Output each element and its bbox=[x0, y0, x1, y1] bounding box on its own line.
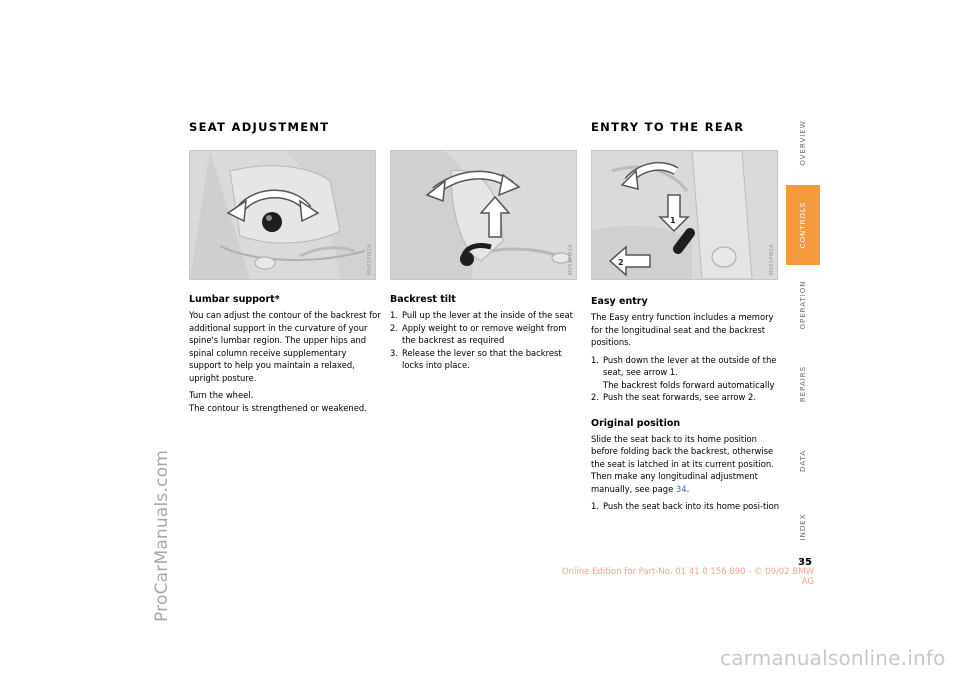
figure-code: MV01PW1A bbox=[367, 243, 373, 275]
list-subtext: The backrest folds forward automatically bbox=[603, 379, 775, 390]
original-para: Slide the seat back to its home position… bbox=[591, 433, 785, 496]
original-body: Slide the seat back to its home position… bbox=[591, 433, 785, 513]
tab-controls-label: CONTROLS bbox=[799, 201, 807, 249]
tab-overview-label: OVERVIEW bbox=[799, 119, 807, 166]
list-item: 1. Pull up the lever at the inside of the… bbox=[390, 309, 582, 322]
original-para-text: Slide the seat back to its home position… bbox=[591, 433, 774, 494]
tab-controls[interactable]: CONTROLS bbox=[786, 185, 820, 265]
tab-repairs-label: REPAIRS bbox=[799, 365, 807, 403]
tab-index-label: INDEX bbox=[799, 513, 807, 541]
watermark-left: ProCarManuals.com bbox=[148, 262, 178, 622]
watermark-left-text: ProCarManuals.com bbox=[152, 450, 172, 622]
footer-edition: Online Edition for Part-No. 01 41 0 156 … bbox=[561, 567, 814, 587]
tab-data-label: DATA bbox=[799, 449, 807, 473]
original-steps: 1. Push the seat back into its home posi-… bbox=[591, 500, 785, 513]
list-number: 2. bbox=[390, 322, 398, 333]
list-text: Push down the lever at the outside of th… bbox=[603, 354, 777, 378]
easy-entry-steps: 1. Push down the lever at the outside of… bbox=[591, 354, 785, 404]
list-item: 1. Push down the lever at the outside of… bbox=[591, 354, 785, 392]
figure-backrest-tilt: MV01PW1A bbox=[390, 150, 577, 280]
list-text: Pull up the lever at the inside of the s… bbox=[402, 310, 573, 320]
page-reference-link[interactable]: 34 bbox=[675, 483, 687, 494]
backrest-heading: Backrest tilt bbox=[390, 294, 456, 305]
section-title-entry-rear: ENTRY TO THE REAR bbox=[591, 120, 745, 134]
backrest-steps: 1. Pull up the lever at the inside of the… bbox=[390, 309, 582, 372]
original-heading: Original position bbox=[591, 417, 681, 429]
list-number: 3. bbox=[390, 347, 398, 358]
section-title-seat-adjustment: SEAT ADJUSTMENT bbox=[189, 120, 330, 134]
list-text: Push the seat back into its home posi-ti… bbox=[603, 501, 780, 511]
list-item: 1. Push the seat back into its home posi-… bbox=[591, 500, 785, 513]
list-item: 2. Push the seat forwards, see arrow 2. bbox=[591, 391, 785, 404]
lumbar-section: Lumbar support* You can adjust the conto… bbox=[189, 294, 381, 419]
tab-data[interactable]: DATA bbox=[786, 423, 820, 499]
tab-repairs[interactable]: REPAIRS bbox=[786, 345, 820, 423]
lumbar-para1: You can adjust the contour of the backre… bbox=[189, 310, 381, 383]
easy-entry-body: The Easy entry function includes a memor… bbox=[591, 311, 785, 404]
lumbar-para3: The contour is strengthened or weakened. bbox=[189, 402, 367, 413]
easy-entry-heading: Easy entry bbox=[591, 296, 648, 307]
figure-code: MV01PW1A bbox=[769, 243, 775, 275]
figure-code: MV01PW1A bbox=[568, 243, 574, 275]
list-item: 2. Apply weight to or remove weight from … bbox=[390, 322, 582, 347]
watermark-bottom: carmanualsonline.info bbox=[720, 646, 946, 670]
lumbar-body: You can adjust the contour of the backre… bbox=[189, 309, 381, 414]
tab-operation-label: OPERATION bbox=[799, 280, 807, 330]
tab-index[interactable]: INDEX bbox=[786, 499, 820, 555]
list-text: Release the lever so that the backrest l… bbox=[402, 347, 562, 371]
list-number: 1. bbox=[591, 501, 599, 511]
tab-operation[interactable]: OPERATION bbox=[786, 265, 820, 345]
figure-easy-entry: 1 2 MV01PW1A bbox=[591, 150, 778, 280]
backrest-body: 1. Pull up the lever at the inside of the… bbox=[390, 309, 582, 372]
list-number: 1. bbox=[591, 354, 599, 365]
svg-text:2: 2 bbox=[618, 258, 624, 267]
page-number: 35 bbox=[798, 557, 812, 568]
lumbar-heading: Lumbar support* bbox=[189, 294, 280, 305]
original-para-end: . bbox=[686, 483, 690, 494]
easy-entry-section: Easy entry The Easy entry function inclu… bbox=[591, 296, 785, 513]
figure-lumbar-support: MV01PW1A bbox=[189, 150, 376, 280]
svg-text:1: 1 bbox=[670, 216, 676, 225]
list-text: Push the seat forwards, see arrow 2. bbox=[603, 392, 756, 402]
backrest-section: Backrest tilt 1. Pull up the lever at the… bbox=[390, 294, 582, 372]
lumbar-para2: Turn the wheel. bbox=[189, 390, 254, 400]
list-number: 2. bbox=[591, 392, 599, 402]
list-item: 3. Release the lever so that the backrest… bbox=[390, 347, 582, 372]
list-number: 1. bbox=[390, 310, 398, 320]
list-text: Apply weight to or remove weight from th… bbox=[402, 322, 567, 346]
easy-entry-para: The Easy entry function includes a memor… bbox=[591, 312, 774, 347]
tab-overview[interactable]: OVERVIEW bbox=[786, 100, 820, 185]
